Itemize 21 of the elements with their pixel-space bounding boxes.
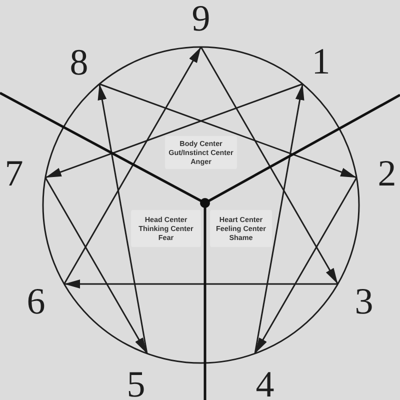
point-number: 3 <box>354 284 374 320</box>
point-number: 7 <box>4 156 24 192</box>
point-number: 4 <box>256 366 274 400</box>
arrow <box>99 83 357 178</box>
point-number: 8 <box>70 44 88 82</box>
point-number: 2 <box>378 156 396 192</box>
arrow <box>254 84 304 354</box>
point-number: 9 <box>192 0 210 38</box>
arrow <box>64 46 202 284</box>
point-number: 5 <box>126 366 146 400</box>
arrow <box>45 83 303 178</box>
arrow <box>200 46 338 284</box>
point-number: 1 <box>312 44 330 80</box>
arrow <box>64 280 338 288</box>
arrow <box>98 84 148 354</box>
center-box <box>165 136 237 169</box>
center-box <box>210 210 272 247</box>
center-box <box>131 210 201 247</box>
arrow <box>254 177 358 354</box>
point-number: 6 <box>26 284 46 320</box>
arrow <box>44 177 148 354</box>
